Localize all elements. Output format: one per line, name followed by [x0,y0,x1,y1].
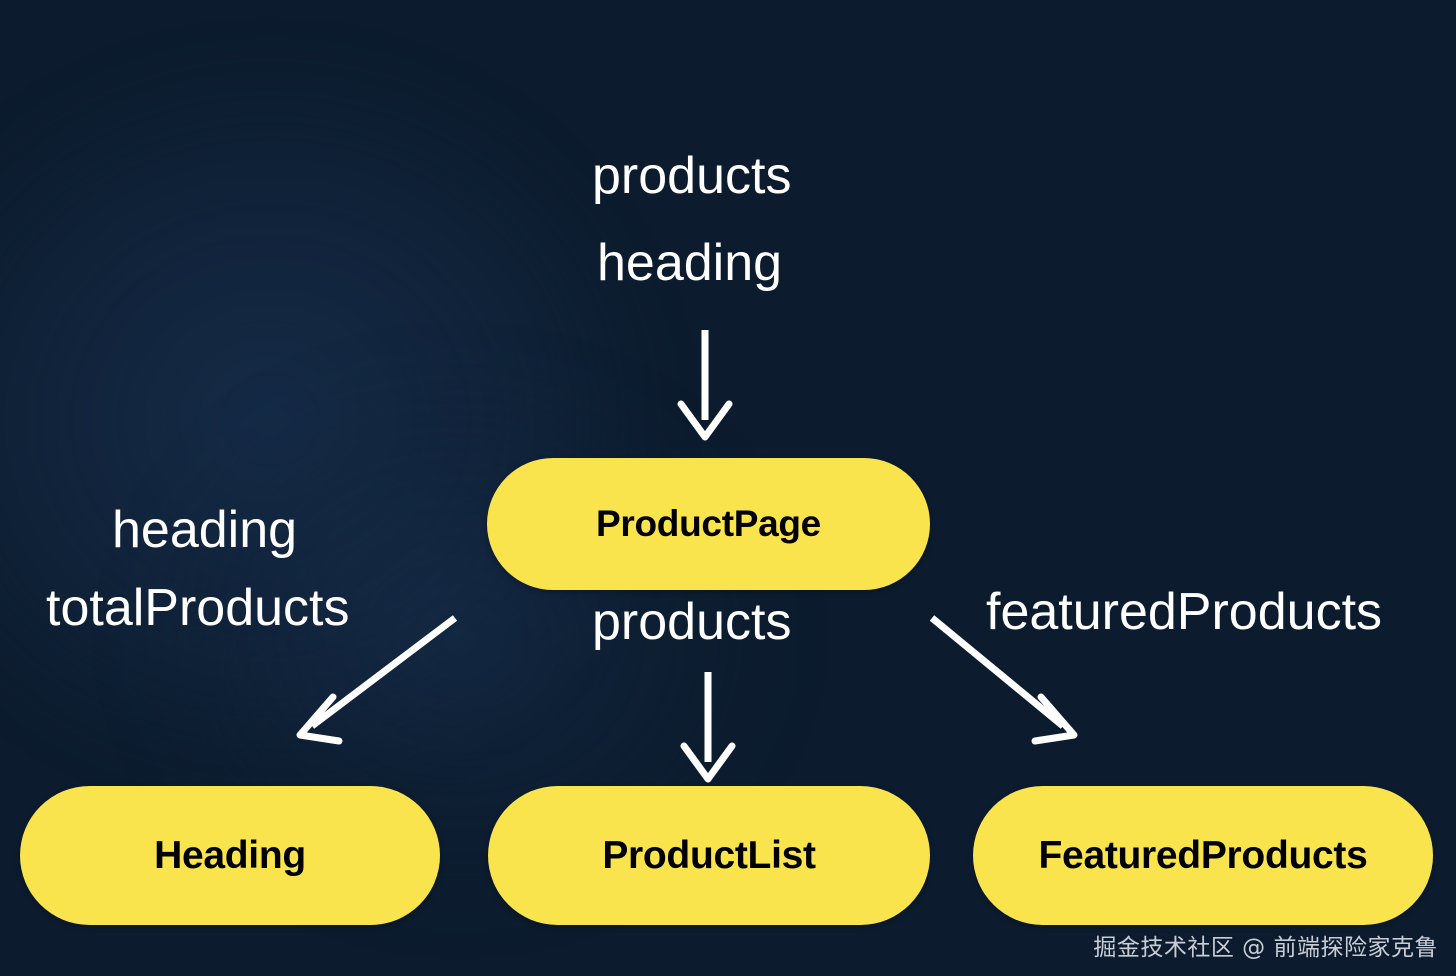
edge-label-products-to-productlist: products [592,593,792,651]
node-heading-label: Heading [154,833,306,877]
edge-label-products-into-productpage: products [592,147,792,205]
node-productlist[interactable]: ProductList [488,786,930,925]
watermark-text: 掘金技术社区 @ 前端探险家克鲁 [1093,935,1438,961]
node-heading[interactable]: Heading [20,786,440,925]
node-featuredproducts[interactable]: FeaturedProducts [973,786,1433,925]
arrow-productpage-to-productlist [680,672,736,783]
arrow-into-productpage [677,330,733,441]
edge-label-heading-to-heading-node: heading [112,501,298,559]
edge-label-totalproducts-to-heading-node: totalProducts [46,579,350,637]
node-productlist-label: ProductList [602,833,816,877]
node-featuredproducts-label: FeaturedProducts [1038,833,1368,877]
background-glow-upper [0,60,660,780]
edge-label-featuredproducts-to-featuredproducts-node: featuredProducts [986,583,1383,641]
edge-label-heading-into-productpage: heading [597,234,783,292]
node-productpage-label: ProductPage [596,503,821,544]
node-productpage[interactable]: ProductPage [487,458,930,590]
